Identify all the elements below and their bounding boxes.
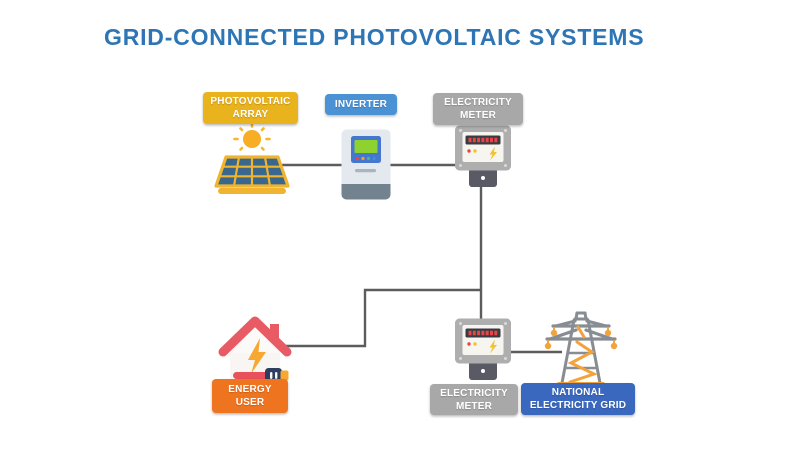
panel-grid-lines bbox=[219, 156, 285, 187]
label-electricity-meter-top: ELECTRICITY METER bbox=[433, 93, 523, 125]
solar-panel-icon bbox=[210, 123, 294, 203]
sun-icon bbox=[233, 123, 271, 151]
tower-crossarms bbox=[545, 319, 617, 341]
house-icon bbox=[213, 312, 299, 393]
inverter-bottom-band bbox=[341, 184, 391, 200]
label-electricity-meter-bottom: ELECTRICITY METER bbox=[430, 384, 518, 415]
inverter-vent bbox=[355, 169, 376, 173]
electricity-meter-icon-bottom bbox=[454, 318, 512, 390]
meter-screws bbox=[459, 322, 507, 360]
roof bbox=[218, 316, 292, 357]
lightning-bolt-icon bbox=[489, 146, 497, 161]
wire-branch-to-house bbox=[282, 288, 481, 348]
inverter-led-lights bbox=[355, 156, 376, 161]
page-title: GRID-CONNECTED PHOTOVOLTAIC SYSTEMS bbox=[104, 24, 645, 50]
tower-insulators bbox=[544, 327, 618, 350]
electricity-meter-icon-top bbox=[454, 125, 512, 197]
tower-rungs bbox=[566, 351, 596, 370]
label-photovoltaic-array: PHOTOVOLTAIC ARRAY bbox=[203, 92, 298, 124]
meter-screws bbox=[459, 129, 507, 167]
inverter-screen bbox=[354, 140, 378, 153]
plug-tip bbox=[280, 370, 289, 381]
inverter-icon bbox=[341, 129, 391, 205]
sun-circle bbox=[243, 130, 261, 148]
label-energy-user: ENERGY USER bbox=[212, 379, 288, 413]
plug-cable bbox=[233, 372, 269, 379]
label-inverter: INVERTER bbox=[325, 94, 397, 115]
chimney bbox=[270, 324, 279, 340]
tower-bracing bbox=[567, 325, 598, 384]
lightning-bolt-icon bbox=[489, 339, 497, 354]
lightning-bolt-icon bbox=[248, 338, 266, 374]
panel-base bbox=[218, 188, 286, 194]
label-national-electricity-grid: NATIONAL ELECTRICITY GRID bbox=[521, 383, 635, 415]
house-gable bbox=[231, 328, 279, 353]
